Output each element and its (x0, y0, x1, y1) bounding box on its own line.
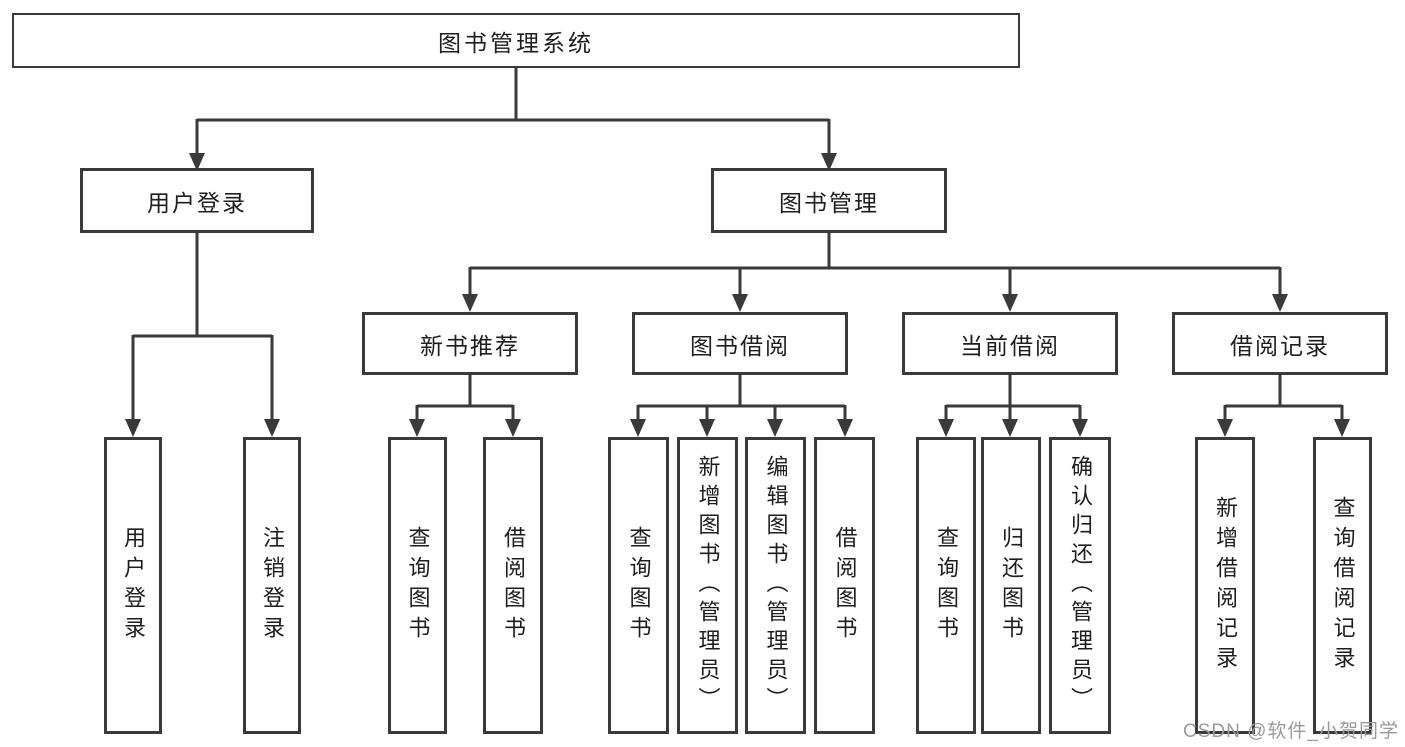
leaf-borrow-books-2: 借阅图书 (814, 437, 875, 734)
leaf-query-borrow-record: 查询借阅记录 (1313, 437, 1372, 734)
leaf-query-books-2: 查询图书 (608, 437, 669, 734)
leaf-label: 用户登录 (121, 525, 146, 646)
leaf-label: 查询借阅记录 (1330, 495, 1356, 676)
leaf-query-books-3: 查询图书 (916, 437, 976, 734)
leaf-label: 归还图书 (999, 525, 1024, 646)
leaf-query-books-1: 查询图书 (388, 437, 447, 734)
node-book-borrow: 图书借阅 (632, 312, 848, 375)
leaf-label: 借阅图书 (501, 525, 526, 646)
node-user-login-module: 用户登录 (80, 168, 314, 233)
leaf-confirm-return-admin: 确认归还（管理员） (1049, 437, 1111, 734)
arrowheads (125, 153, 1350, 437)
leaf-label: 借阅图书 (832, 525, 858, 646)
leaf-return-book: 归还图书 (981, 437, 1041, 734)
csdn-watermark: CSDN @软件_小贺同学 (1183, 721, 1399, 742)
leaf-user-login: 用户登录 (104, 437, 162, 734)
leaf-label: 注销登录 (260, 525, 285, 646)
leaf-label: 编辑图书（管理员） (763, 455, 789, 716)
leaf-logout: 注销登录 (243, 437, 301, 734)
leaf-add-book-admin: 新增图书（管理员） (677, 437, 738, 734)
node-book-management-module: 图书管理 (711, 168, 947, 233)
leaf-label: 新增借阅记录 (1213, 495, 1238, 676)
leaf-label: 新增图书（管理员） (695, 455, 721, 716)
leaf-label: 查询图书 (626, 525, 652, 646)
node-new-book-recommend: 新书推荐 (362, 312, 578, 375)
leaf-label: 查询图书 (405, 525, 431, 646)
leaf-edit-book-admin: 编辑图书（管理员） (745, 437, 806, 734)
leaf-label: 查询图书 (934, 525, 959, 646)
node-root-system: 图书管理系统 (12, 13, 1020, 68)
leaf-label: 确认归还（管理员） (1068, 455, 1093, 716)
node-current-borrow: 当前借阅 (902, 312, 1118, 375)
leaf-add-borrow-record: 新增借阅记录 (1195, 437, 1255, 734)
leaf-borrow-books-1: 借阅图书 (483, 437, 543, 734)
node-borrow-records: 借阅记录 (1172, 312, 1388, 375)
